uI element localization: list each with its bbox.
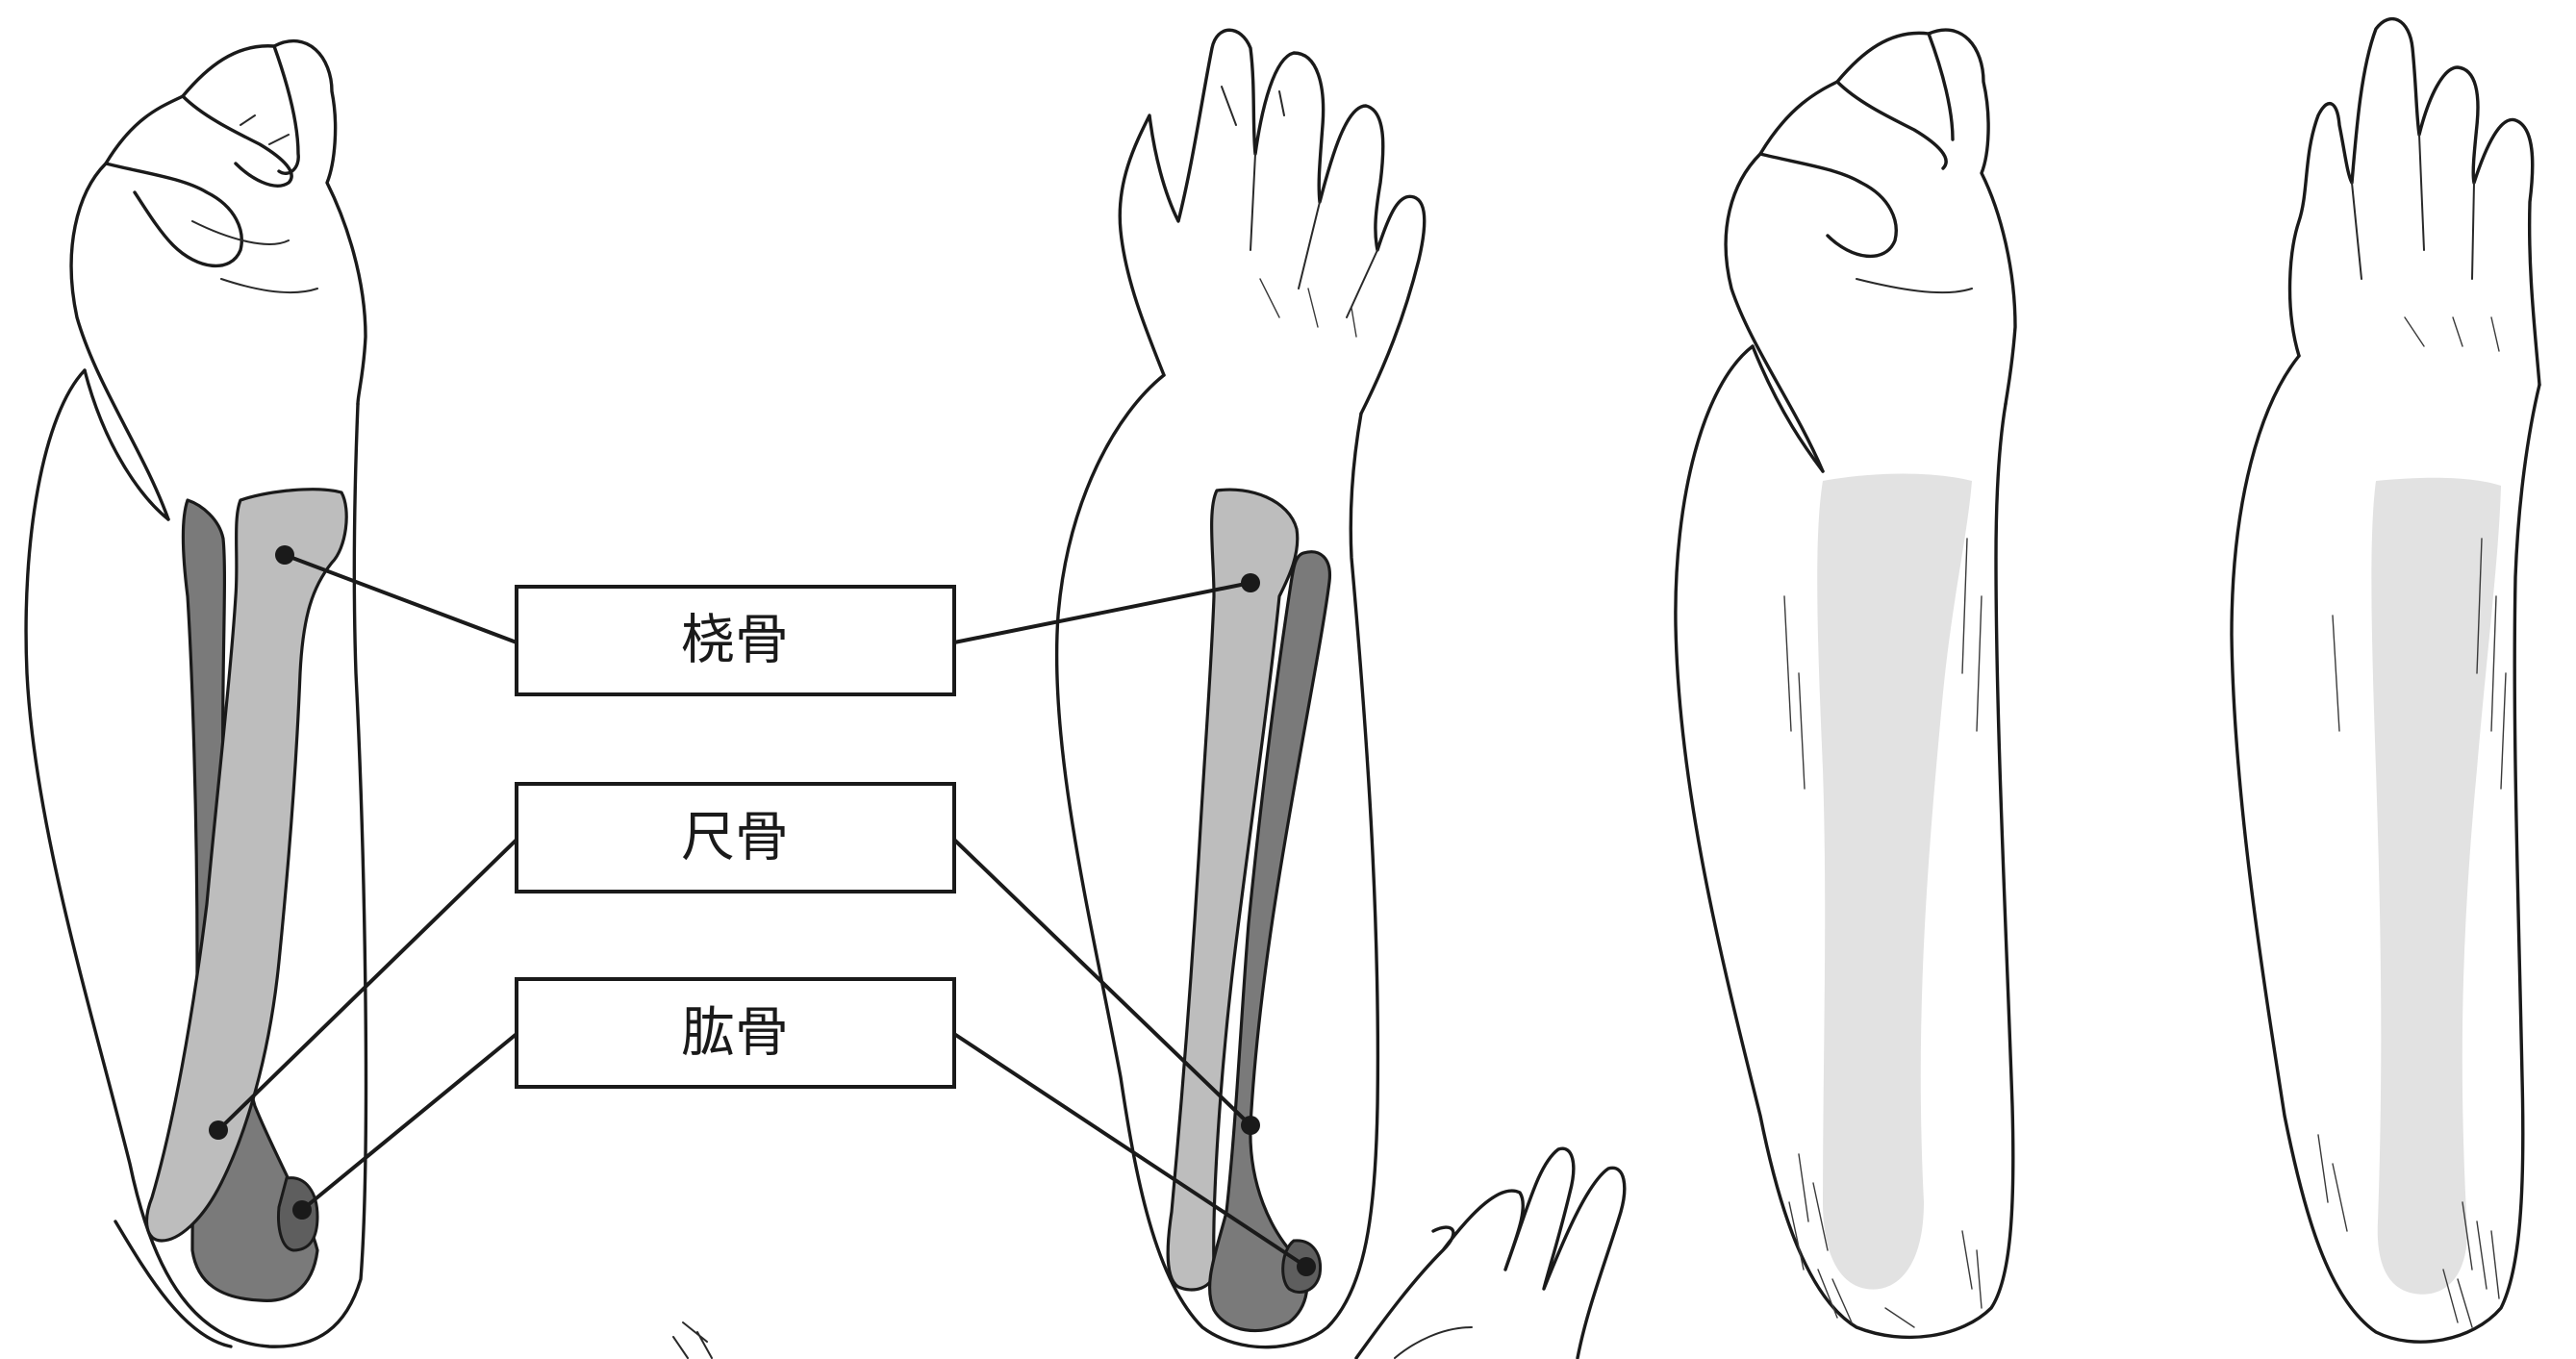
dot-radius-left xyxy=(275,545,294,565)
dot-humerus-left xyxy=(292,1200,312,1220)
leader-radius-left xyxy=(285,555,517,642)
forearm-figure-1 xyxy=(26,41,366,1347)
dot-ulna-right xyxy=(1241,1116,1260,1135)
forearm-figure-4 xyxy=(2232,19,2539,1343)
dot-radius-right xyxy=(1241,573,1260,592)
forearm-figure-3 xyxy=(1676,30,2015,1337)
dot-humerus-right xyxy=(1297,1257,1316,1276)
forearm-figure-2 xyxy=(1057,30,1425,1346)
label-humerus: 肱骨 xyxy=(517,979,954,1087)
dot-ulna-left xyxy=(209,1120,228,1140)
partial-hand-sketch xyxy=(673,1148,1625,1358)
leader-radius-right xyxy=(954,583,1250,642)
label-text-radius: 桡骨 xyxy=(681,610,789,672)
label-ulna: 尺骨 xyxy=(517,784,954,892)
label-text-humerus: 肱骨 xyxy=(681,1002,789,1065)
label-text-ulna: 尺骨 xyxy=(681,807,789,869)
leader-humerus-left xyxy=(302,1034,517,1210)
label-radius: 桡骨 xyxy=(517,587,954,694)
